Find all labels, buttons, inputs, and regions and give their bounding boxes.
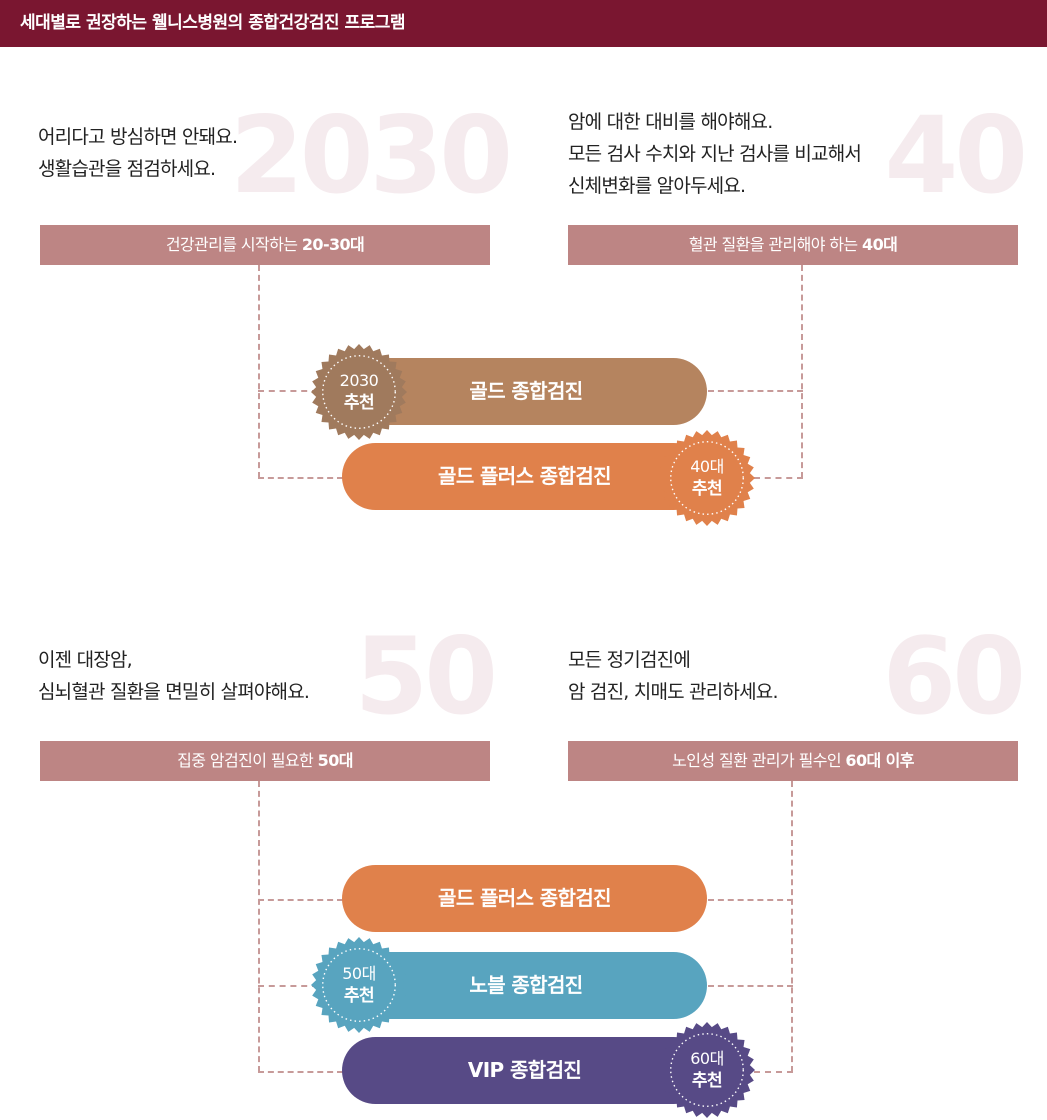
description-line: 어리다고 방심하면 안돼요. (38, 126, 238, 148)
program-noble-50[interactable]: 노블 종합검진 (345, 952, 707, 1019)
connector-line (258, 1071, 343, 1073)
badge-recommend: 추천 (343, 986, 375, 1006)
age-band-40: 혈관 질환을 관리해야 하는 40대 (568, 225, 1018, 265)
age-number-2030: 2030 (230, 94, 513, 217)
description-line: 암 검진, 치매도 관리하세요. (568, 681, 778, 703)
recommend-badge-60: 60대 추천 (658, 1021, 756, 1119)
description-line: 신체변화를 알아두세요. (568, 175, 746, 197)
band-text: 노인성 질환 관리가 필수인 (672, 751, 846, 770)
connector-line (258, 265, 260, 478)
age-number-40: 40 (884, 94, 1028, 217)
badge-recommend: 추천 (343, 393, 375, 413)
seal-shape-icon (658, 429, 756, 527)
description-60: 모든 정기검진에 암 검진, 치매도 관리하세요. (568, 644, 778, 708)
age-number-50: 50 (354, 615, 498, 738)
age-number-60: 60 (882, 615, 1026, 738)
description-2030: 어리다고 방심하면 안돼요. 생활습관을 점검하세요. (38, 121, 238, 185)
badge-recommend: 추천 (691, 479, 723, 499)
badge-recommend: 추천 (691, 1071, 723, 1091)
seal-shape-icon (310, 936, 408, 1034)
badge-age: 40대 (690, 457, 724, 476)
recommend-badge-40: 40대 추천 (658, 429, 756, 527)
band-text: 집중 암검진이 필요한 (177, 751, 318, 770)
connector-line (258, 390, 318, 392)
description-50: 이젠 대장암, 심뇌혈관 질환을 면밀히 살펴야해요. (38, 644, 310, 708)
age-band-2030: 건강관리를 시작하는 20-30대 (40, 225, 490, 265)
description-line: 심뇌혈관 질환을 면밀히 살펴야해요. (38, 681, 310, 703)
age-band-60: 노인성 질환 관리가 필수인 60대 이후 (568, 741, 1018, 781)
program-gold-plus[interactable]: 골드 플러스 종합검진 (342, 865, 707, 932)
description-line: 모든 정기검진에 (568, 649, 691, 671)
band-text: 혈관 질환을 관리해야 하는 (688, 235, 863, 254)
connector-line (258, 899, 343, 901)
seal-shape-icon (310, 343, 408, 441)
age-band-50: 집중 암검진이 필요한 50대 (40, 741, 490, 781)
connector-line (791, 781, 793, 1072)
band-age: 40대 (862, 235, 898, 254)
connector-line (801, 265, 803, 478)
badge-age: 60대 (690, 1049, 724, 1068)
program-gold-plus-40[interactable]: 골드 플러스 종합검진 (342, 443, 707, 510)
band-age: 60대 이후 (845, 751, 914, 770)
badge-age: 2030 (339, 371, 379, 390)
recommend-badge-2030: 2030 추천 (310, 343, 408, 441)
connector-line (258, 781, 260, 1072)
connector-line (754, 477, 803, 479)
program-vip-60[interactable]: VIP 종합검진 (342, 1037, 707, 1104)
badge-age: 50대 (342, 964, 376, 983)
connector-line (708, 899, 793, 901)
connector-line (258, 985, 318, 987)
recommend-badge-50: 50대 추천 (310, 936, 408, 1034)
band-age: 50대 (317, 751, 354, 770)
description-40: 암에 대한 대비를 해야해요. 모든 검사 수치와 지난 검사를 비교해서 신체… (568, 106, 862, 202)
description-line: 생활습관을 점검하세요. (38, 158, 216, 180)
description-line: 모든 검사 수치와 지난 검사를 비교해서 (568, 143, 862, 165)
description-line: 암에 대한 대비를 해야해요. (568, 111, 773, 133)
band-age: 20-30대 (301, 235, 365, 254)
connector-line (708, 985, 793, 987)
connector-line (258, 477, 343, 479)
band-text: 건강관리를 시작하는 (165, 235, 302, 254)
description-line: 이젠 대장암, (38, 649, 133, 671)
seal-shape-icon (658, 1021, 756, 1119)
connector-line (754, 1071, 793, 1073)
page-title: 세대별로 권장하는 웰니스병원의 종합건강검진 프로그램 (0, 0, 1047, 47)
connector-line (708, 390, 803, 392)
